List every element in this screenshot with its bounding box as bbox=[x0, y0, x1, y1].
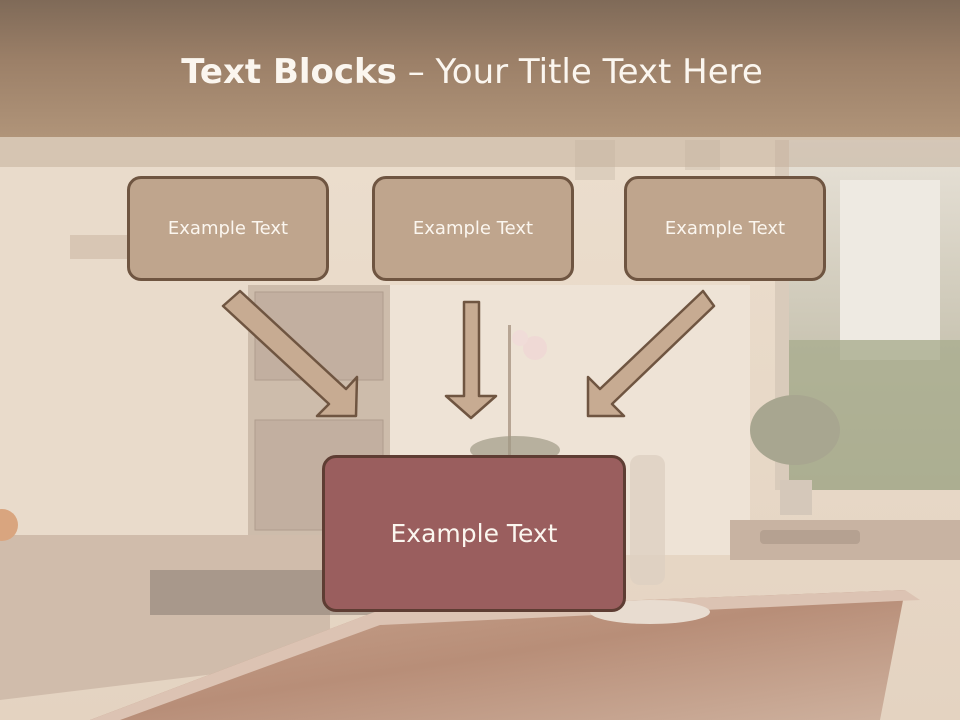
title-dash: – bbox=[396, 52, 436, 92]
arrow-left-diagonal bbox=[221, 289, 359, 418]
title-bold-part: Text Blocks bbox=[181, 52, 397, 92]
text-box-main-label: Example Text bbox=[390, 519, 558, 548]
text-box-main[interactable]: Example Text bbox=[322, 455, 626, 612]
text-box-left[interactable]: Example Text bbox=[127, 176, 329, 281]
text-box-center[interactable]: Example Text bbox=[372, 176, 574, 281]
arrow-right-diagonal bbox=[586, 289, 716, 418]
title-underband bbox=[0, 137, 960, 167]
text-box-right-label: Example Text bbox=[664, 218, 786, 239]
text-box-left-label: Example Text bbox=[167, 218, 289, 239]
title-band bbox=[0, 0, 960, 137]
title-rest: Your Title Text Here bbox=[435, 52, 763, 92]
text-box-center-label: Example Text bbox=[412, 218, 534, 239]
slide-title: Text Blocks – Your Title Text Here bbox=[0, 52, 944, 92]
text-box-right[interactable]: Example Text bbox=[624, 176, 826, 281]
arrow-center-down bbox=[444, 300, 498, 420]
